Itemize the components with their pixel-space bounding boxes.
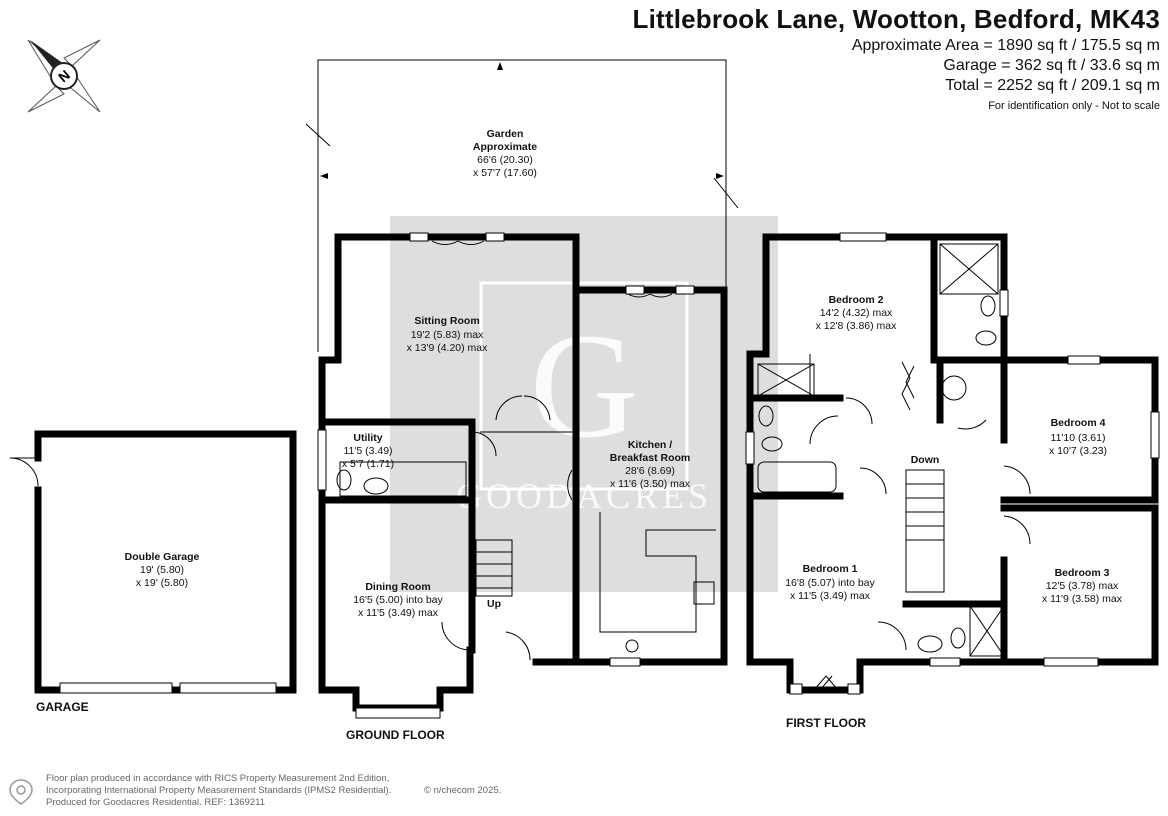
compass-icon: N — [27, 39, 101, 113]
bedroom-2-dim-2: x 12'8 (3.86) max — [816, 320, 898, 332]
sitting-room-name: Sitting Room — [414, 315, 479, 327]
bedroom-2-name: Bedroom 2 — [829, 294, 884, 306]
garden-name-1: Garden — [487, 128, 524, 140]
utility-dim-1: 11'5 (3.49) — [343, 445, 392, 457]
garage-area: Garage = 362 sq ft / 33.6 sq m — [943, 57, 1160, 74]
room-bedroom-2: Bedroom 2 14'2 (4.32) max x 12'8 (3.86) … — [816, 294, 898, 332]
footer-line-1: Floor plan produced in accordance with R… — [46, 773, 390, 784]
copyright: © n/checom 2025. — [424, 785, 502, 796]
bedroom-3-dim-2: x 11'9 (3.58) max — [1042, 593, 1123, 605]
stairs-down-label: Down — [911, 454, 940, 466]
bedroom-4-name: Bedroom 4 — [1051, 417, 1106, 429]
kitchen-dim-2: x 11'6 (3.50) max — [610, 478, 691, 490]
room-sitting: Sitting Room 19'2 (5.83) max x 13'9 (4.2… — [407, 315, 489, 354]
garage-plan — [9, 430, 297, 694]
first-floor-walls — [745, 232, 1160, 695]
header: Littlebrook Lane, Wootton, Bedford, MK43… — [632, 2, 1160, 112]
room-utility: Utility 11'5 (3.49) x 5'7 (1.71) — [342, 432, 394, 470]
ground-floor-label: GROUND FLOOR — [346, 728, 445, 742]
bedroom-3-name: Bedroom 3 — [1055, 567, 1110, 579]
bedroom-1-dim-2: x 11'5 (3.49) max — [790, 590, 871, 602]
kitchen-name-2: Breakfast Room — [610, 452, 691, 464]
total-area: Total = 2252 sq ft / 209.1 sq m — [945, 77, 1160, 94]
first-floor-label: FIRST FLOOR — [786, 716, 866, 730]
bedroom-4-dim-2: x 10'7 (3.23) — [1049, 445, 1107, 457]
bedroom-1-name: Bedroom 1 — [803, 563, 858, 575]
property-title: Littlebrook Lane, Wootton, Bedford, MK43 — [632, 4, 1160, 34]
kitchen-dim-1: 28'6 (8.69) — [625, 465, 675, 477]
utility-dim-2: x 5'7 (1.71) — [342, 458, 394, 470]
bedroom-1-dim-1: 16'8 (5.07) into bay — [785, 577, 875, 589]
watermark: G GOODACRES — [390, 216, 778, 592]
sitting-room-dim-1: 19'2 (5.83) max — [411, 329, 484, 341]
watermark-letter: G — [530, 303, 638, 469]
utility-name: Utility — [353, 432, 382, 444]
approximate-area: Approximate Area = 1890 sq ft / 175.5 sq… — [851, 37, 1160, 54]
room-garage: Double Garage 19' (5.80) x 19' (5.80) — [125, 551, 200, 589]
garage-dim-1: 19' (5.80) — [140, 564, 184, 576]
ground-floor-walls — [317, 232, 728, 719]
dining-room-name: Dining Room — [365, 581, 430, 593]
footer: Floor plan produced in accordance with R… — [46, 773, 501, 809]
garage-name: Double Garage — [125, 551, 200, 563]
room-garden: Garden Approximate 66'6 (20.30) x 57'7 (… — [473, 128, 537, 179]
garden-name-2: Approximate — [473, 141, 537, 153]
footer-line-2: Incorporating International Property Mea… — [46, 785, 392, 796]
stairs-up-label: Up — [487, 598, 501, 610]
room-dining: Dining Room 16'5 (5.00) into bay x 11'5 … — [353, 581, 443, 619]
watermark-word: GOODACRES — [456, 476, 712, 516]
room-bedroom-4: Bedroom 4 11'10 (3.61) x 10'7 (3.23) — [1049, 417, 1107, 457]
room-bedroom-3: Bedroom 3 12'5 (3.78) max x 11'9 (3.58) … — [1042, 567, 1123, 605]
room-bedroom-1: Bedroom 1 16'8 (5.07) into bay x 11'5 (3… — [785, 563, 875, 602]
garage-dim-2: x 19' (5.80) — [136, 577, 188, 589]
nichecom-logo-icon — [9, 779, 33, 805]
dining-room-dim-1: 16'5 (5.00) into bay — [353, 594, 443, 606]
garden-dim-2: x 57'7 (17.60) — [473, 167, 537, 179]
sitting-room-dim-2: x 13'9 (4.20) max — [407, 342, 489, 354]
footer-line-3: Produced for Goodacres Residential. REF:… — [46, 797, 265, 808]
bedroom-2-dim-1: 14'2 (4.32) max — [820, 307, 893, 319]
bedroom-4-dim-1: 11'10 (3.61) — [1051, 432, 1106, 444]
garage-floor-label: GARAGE — [36, 700, 89, 714]
room-kitchen: Kitchen / Breakfast Room 28'6 (8.69) x 1… — [610, 439, 691, 490]
bedroom-3-dim-1: 12'5 (3.78) max — [1046, 580, 1119, 592]
kitchen-name-1: Kitchen / — [628, 439, 672, 451]
garden-boundary — [305, 59, 739, 352]
identification-note: For identification only - Not to scale — [988, 100, 1160, 112]
garden-dim-1: 66'6 (20.30) — [477, 154, 533, 166]
dining-room-dim-2: x 11'5 (3.49) max — [358, 607, 439, 619]
